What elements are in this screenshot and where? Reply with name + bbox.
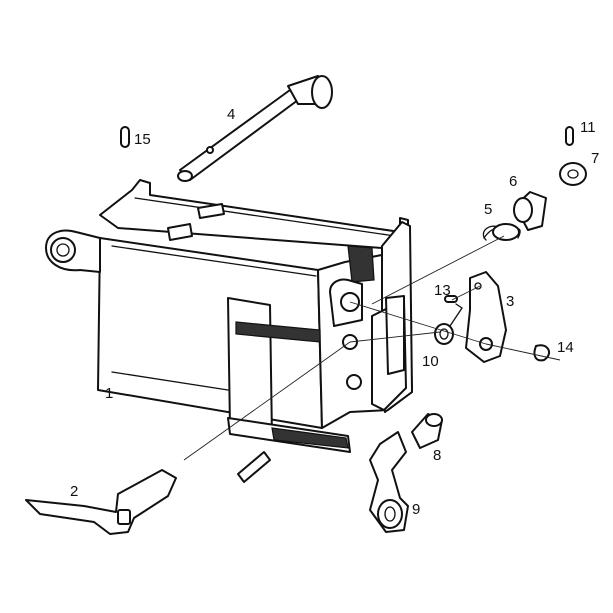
- part-11-roll-pin: [565, 126, 574, 146]
- callout-5: 5: [484, 201, 492, 218]
- loose-pin: [237, 451, 271, 483]
- callout-13: 13: [434, 282, 451, 299]
- part-10-spring: [434, 303, 463, 345]
- part-4-pin: [177, 75, 333, 182]
- callout-8: 8: [433, 447, 441, 464]
- callout-4: 4: [227, 106, 235, 123]
- part-5-spring: [482, 223, 521, 241]
- callout-3: 3: [506, 293, 514, 310]
- part-8-bushing: [411, 413, 443, 449]
- part-14-clip: [533, 344, 551, 362]
- part-2-lever-arm: [25, 469, 177, 535]
- callout-10: 10: [422, 353, 439, 370]
- callout-9: 9: [412, 501, 420, 518]
- part-1-housing: [45, 179, 413, 453]
- callout-11: 11: [580, 119, 596, 136]
- part-13-pin: [444, 295, 458, 303]
- callout-14: 14: [557, 339, 574, 356]
- callout-7: 7: [591, 150, 599, 167]
- part-6-bushing: [513, 191, 547, 231]
- callout-15: 15: [134, 131, 151, 148]
- part-3-lever: [465, 271, 507, 363]
- part-7-nut: [559, 162, 587, 186]
- part-9-lever: [369, 431, 409, 533]
- part-15-roll-pin: [120, 126, 130, 148]
- assembly-leaders: [183, 235, 561, 461]
- callout-2: 2: [70, 483, 78, 500]
- callout-1: 1: [105, 385, 113, 402]
- callout-6: 6: [509, 173, 517, 190]
